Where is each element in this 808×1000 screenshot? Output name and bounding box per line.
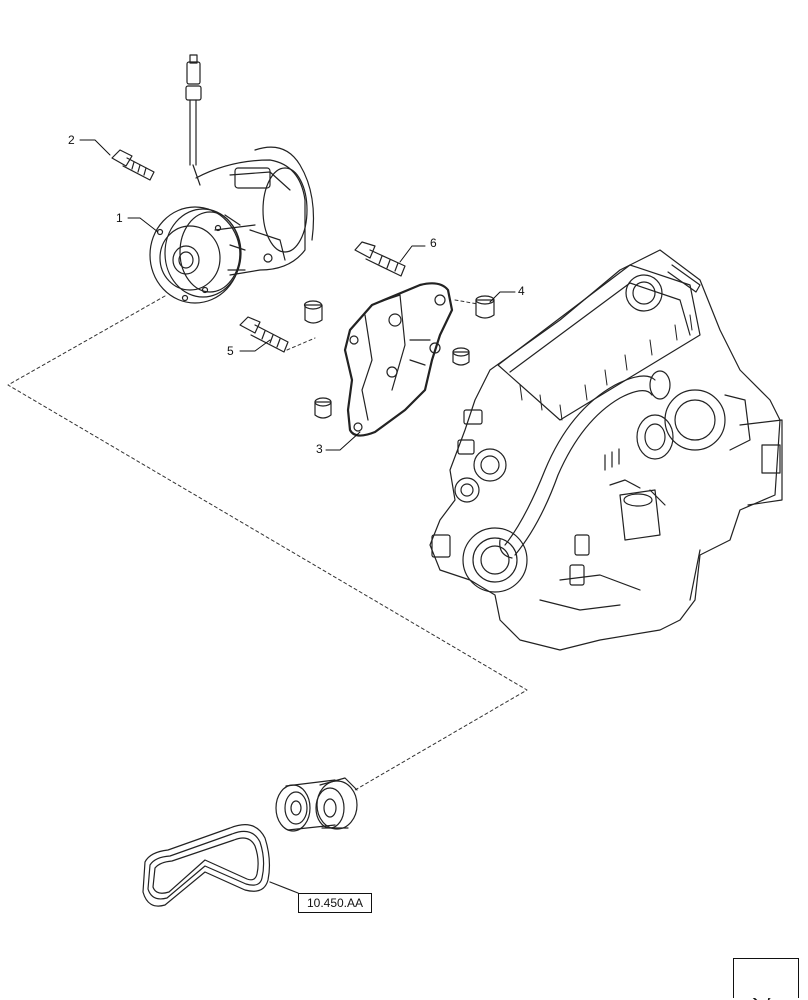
reference-link-box[interactable]: 10.450.AA: [298, 893, 372, 913]
bolt-part-2: [111, 149, 155, 181]
callout-3[interactable]: 3: [316, 442, 323, 456]
drive-belt: [142, 824, 299, 907]
belt-tensioner: [275, 777, 358, 832]
compressor: [149, 54, 315, 304]
bolt-part-6: [354, 241, 406, 277]
callout-5[interactable]: 5: [227, 344, 234, 358]
dashed-connector-lines: [7, 295, 528, 791]
bolt-part-5: [239, 316, 289, 353]
callout-4[interactable]: 4: [518, 284, 525, 298]
callout-1[interactable]: 1: [116, 211, 123, 225]
callout-2[interactable]: 2: [68, 133, 75, 147]
navigation-button[interactable]: [733, 958, 799, 998]
engine-block: [429, 249, 783, 651]
callout-6[interactable]: 6: [430, 236, 437, 250]
bracket-part-3: [343, 282, 454, 437]
bushings: [303, 295, 495, 419]
leader-lines: [79, 139, 516, 451]
